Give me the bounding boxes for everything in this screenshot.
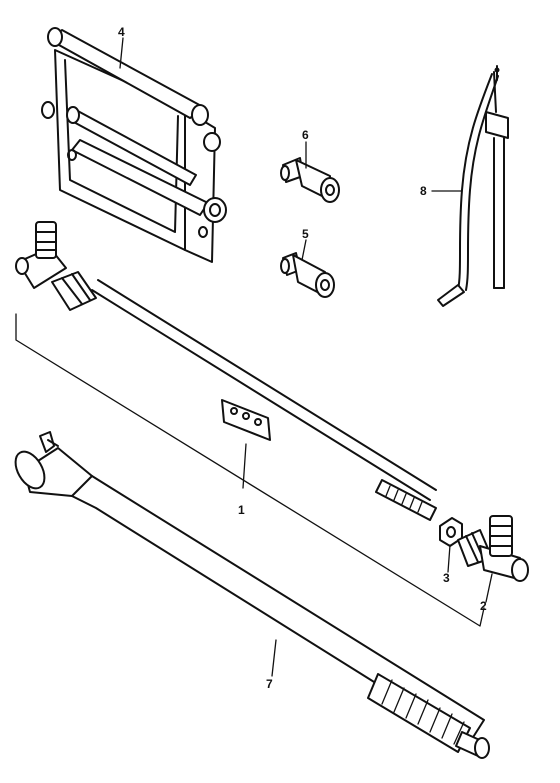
- part-5-bushing: [280, 252, 335, 298]
- callout-7: 7: [266, 677, 273, 691]
- callout-2: 2: [480, 599, 487, 613]
- callout-8: 8: [420, 184, 427, 198]
- part-6-bushing: [280, 157, 340, 203]
- group-bracket-line: [15, 313, 485, 627]
- callout-labels: 4 6 5 8 1 3 2 7: [118, 25, 487, 691]
- callout-5: 5: [302, 227, 309, 241]
- part-7-handle: [14, 431, 490, 759]
- callout-3: 3: [443, 571, 450, 585]
- leader-lines: [119, 37, 493, 677]
- callout-6: 6: [302, 128, 309, 142]
- callout-4: 4: [118, 25, 125, 39]
- part-2-ball-joint: [457, 515, 529, 582]
- part-8-cable: [437, 65, 509, 307]
- part-1-rod-assembly: [15, 221, 437, 521]
- callout-1: 1: [238, 503, 245, 517]
- part-4-bracket: [41, 27, 227, 263]
